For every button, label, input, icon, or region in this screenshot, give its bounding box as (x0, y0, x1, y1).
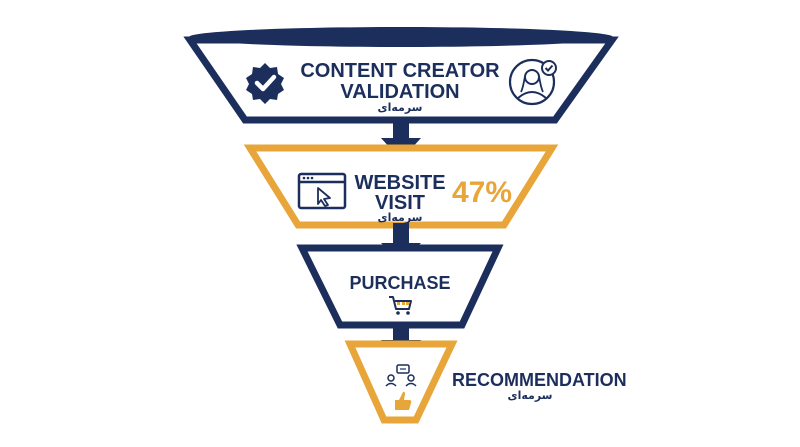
stage4-subtitle: سرمەای (507, 389, 553, 402)
funnel-stage-recommendation (344, 340, 458, 424)
stage2-subtitle: سرمەای (377, 211, 423, 224)
browser-cursor-icon (297, 172, 347, 210)
community-thumbs-up-icon (385, 364, 417, 410)
funnel-rim (189, 27, 613, 47)
stage1-title-line2: VALIDATION (340, 81, 460, 103)
stage4-title: RECOMMENDATION (452, 370, 627, 390)
funnel-stage-content-creator-validation (183, 27, 619, 124)
funnel-stage-purchase (296, 244, 504, 329)
stage3-title: PURCHASE (349, 273, 451, 293)
stage2-percentage: 47% (452, 176, 513, 209)
stage2-title-line2: VISIT (374, 192, 425, 214)
stage1-title-line1: CONTENT CREATOR (300, 60, 500, 82)
creator-avatar-icon (508, 58, 557, 106)
stage2-title-line1: WEBSITE (354, 172, 446, 194)
stage1-subtitle: سرمەای (377, 101, 423, 114)
verified-badge-icon (246, 63, 284, 104)
shopping-cart-icon (389, 296, 412, 315)
